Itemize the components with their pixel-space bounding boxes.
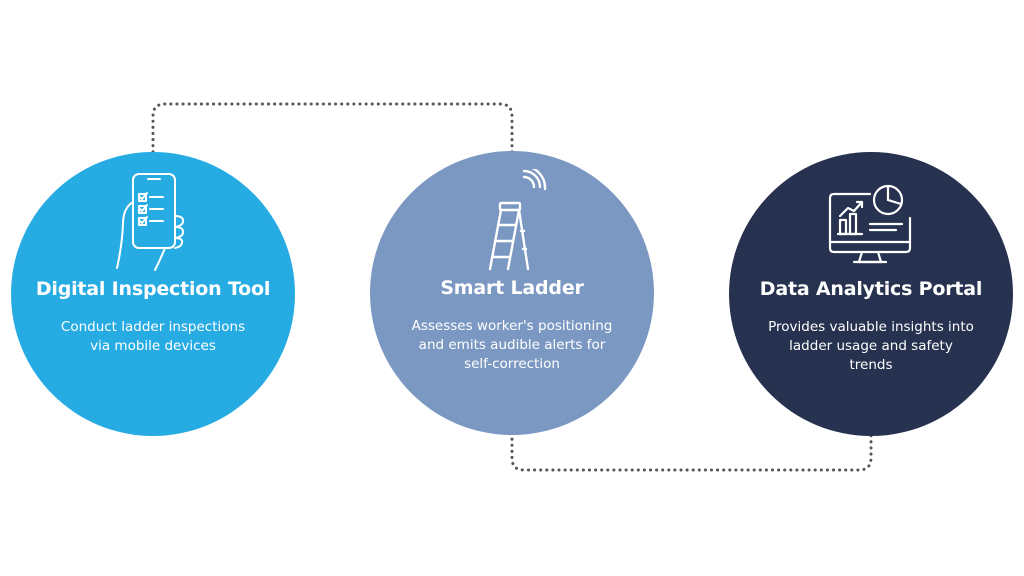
step-description: Assesses worker's positioning and emits … — [411, 318, 613, 372]
step-title: Smart Ladder — [440, 277, 584, 299]
connector-top — [151, 102, 514, 166]
step-title: Digital Inspection Tool — [35, 278, 271, 300]
step-smart-ladder: Smart Ladder Assesses worker's positioni… — [370, 151, 654, 435]
step-description: Conduct ladder inspections via mobile de… — [60, 319, 246, 354]
phone-checklist-icon — [113, 172, 193, 276]
step-title: Data Analytics Portal — [759, 278, 983, 300]
connector-bottom — [510, 430, 873, 472]
step-data-analytics-portal: Data Analytics Portal Provides valuable … — [729, 152, 1013, 436]
step-description: Provides valuable insights into ladder u… — [768, 319, 974, 373]
smart-ladder-icon — [472, 164, 552, 279]
analytics-monitor-icon — [826, 182, 916, 272]
step-digital-inspection-tool: Digital Inspection Tool Conduct ladder i… — [11, 152, 295, 436]
